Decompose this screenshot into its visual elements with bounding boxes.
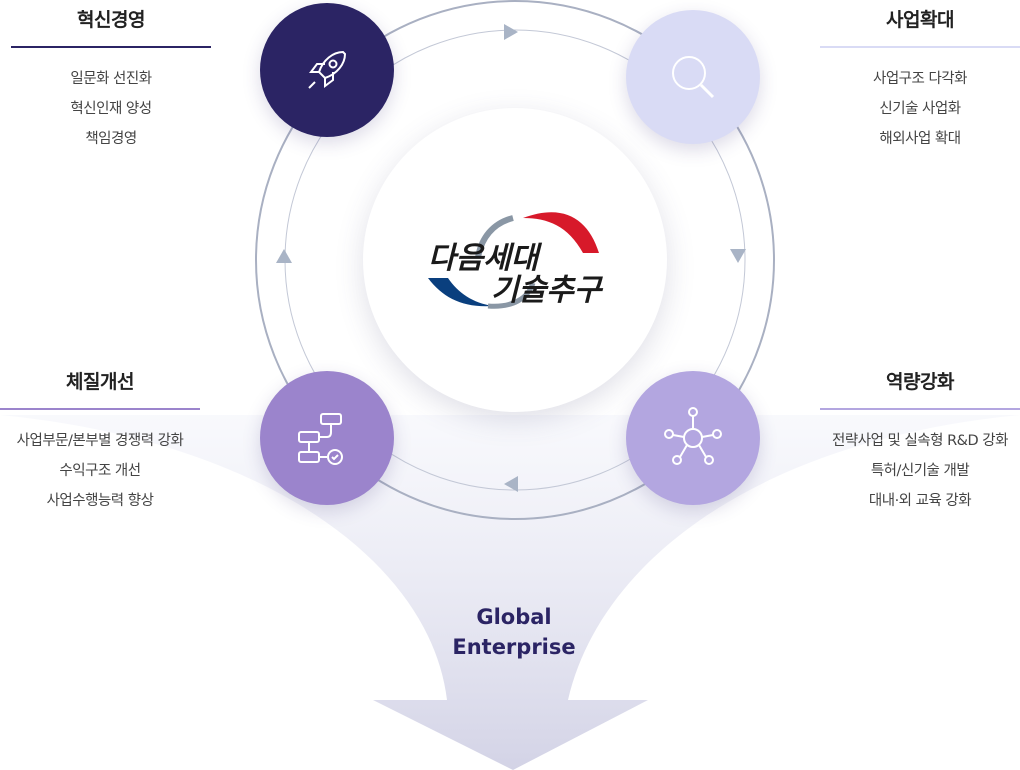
list-item: 사업구조 다각화 — [873, 71, 968, 87]
arrow-up-marker — [276, 249, 292, 263]
search-icon — [672, 56, 715, 99]
divider — [0, 408, 200, 410]
global-enterprise-label: Global Enterprise — [400, 602, 628, 662]
list-item: 해외사업 확대 — [879, 131, 961, 147]
funnel-arrow — [0, 415, 1020, 770]
list-item: 대내·외 교육 강화 — [868, 493, 972, 509]
search-node — [626, 10, 760, 144]
list-item: 사업수행능력 향상 — [46, 493, 154, 509]
list-item: 혁신인재 양성 — [70, 101, 152, 117]
group-title: 사업확대 — [886, 9, 954, 31]
group-title: 체질개선 — [66, 371, 134, 393]
list-item: 특허/신기술 개발 — [870, 463, 970, 479]
list-item: 사업부문/본부별 경쟁력 강화 — [16, 433, 184, 449]
divider — [820, 408, 1020, 410]
group-title: 역량강화 — [886, 371, 954, 393]
outer-ring — [255, 0, 775, 520]
list-item: 전략사업 및 실속형 R&D 강화 — [832, 433, 1008, 449]
goal-line2: Enterprise — [452, 635, 576, 659]
rocket-icon — [308, 50, 347, 89]
svg-text:다음세대: 다음세대 — [428, 241, 543, 276]
network-icon — [664, 407, 722, 465]
arrow-down-marker — [730, 249, 746, 263]
center-logo-circle: 다음세대 기술추구 — [363, 108, 667, 412]
workflow-icon — [298, 413, 343, 465]
svg-text:기술추구: 기술추구 — [491, 273, 604, 308]
list-item: 신기술 사업화 — [879, 101, 961, 117]
network-node — [626, 371, 760, 505]
workflow-node — [260, 371, 394, 505]
list-item: 책임경영 — [85, 131, 137, 147]
list-item: 일문화 선진화 — [70, 71, 152, 87]
next-generation-tech-logo: 다음세대 기술추구 — [428, 212, 604, 309]
divider — [11, 46, 211, 48]
group-title: 혁신경영 — [77, 9, 145, 31]
rocket-node — [260, 3, 394, 137]
arrow-right-marker — [504, 24, 518, 40]
divider — [820, 46, 1020, 48]
arrow-left-marker — [504, 476, 518, 492]
goal-line1: Global — [476, 605, 552, 629]
list-item: 수익구조 개선 — [59, 463, 141, 479]
